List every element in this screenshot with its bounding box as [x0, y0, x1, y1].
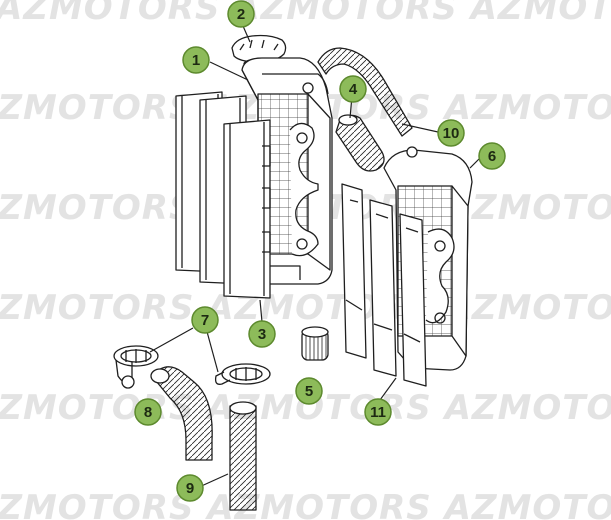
callout-4: 4 — [339, 75, 367, 103]
callout-badges: 1 2 3 4 5 6 7 — [134, 0, 506, 502]
hose-connector-drawing — [301, 326, 329, 361]
hose-clamp-upper-drawing — [335, 114, 385, 172]
radiator-guard-right-drawing — [341, 183, 427, 387]
callout-2: 2 — [227, 0, 255, 28]
callout-8: 8 — [134, 398, 162, 426]
svg-text:5: 5 — [305, 383, 313, 400]
straight-hose-drawing — [229, 401, 257, 511]
svg-text:3: 3 — [258, 326, 266, 343]
callout-5: 5 — [295, 377, 323, 405]
radiator-guard-left-drawing — [175, 91, 271, 299]
svg-text:10: 10 — [443, 125, 460, 142]
svg-text:1: 1 — [192, 52, 200, 69]
callout-10: 10 — [437, 119, 465, 147]
upper-hose-drawing — [317, 47, 413, 137]
callout-11: 11 — [364, 398, 392, 426]
svg-text:2: 2 — [237, 6, 245, 23]
radiator-right-drawing — [383, 146, 473, 371]
callout-7: 7 — [191, 306, 219, 334]
svg-text:6: 6 — [488, 148, 496, 165]
svg-text:4: 4 — [349, 81, 358, 98]
callout-6: 6 — [478, 142, 506, 170]
svg-text:9: 9 — [186, 480, 194, 497]
svg-text:11: 11 — [370, 404, 386, 421]
callout-1: 1 — [182, 46, 210, 74]
svg-text:8: 8 — [144, 404, 152, 421]
watermark-row-4: AZMOTORS AZMOTORS AZMOTORS — [0, 288, 611, 328]
watermark-row-6: AZMOTORS AZMOTORS AZMOTORS — [0, 488, 611, 520]
callout-9: 9 — [176, 474, 204, 502]
curved-hose-drawing — [150, 366, 213, 461]
hose-clamps-drawing — [113, 345, 271, 389]
leader-lines — [149, 25, 481, 489]
svg-text:7: 7 — [201, 312, 209, 329]
callout-3: 3 — [248, 320, 276, 348]
watermark-row-1: AZMOTORS AZMOTORS AZMOTORS — [0, 0, 611, 28]
